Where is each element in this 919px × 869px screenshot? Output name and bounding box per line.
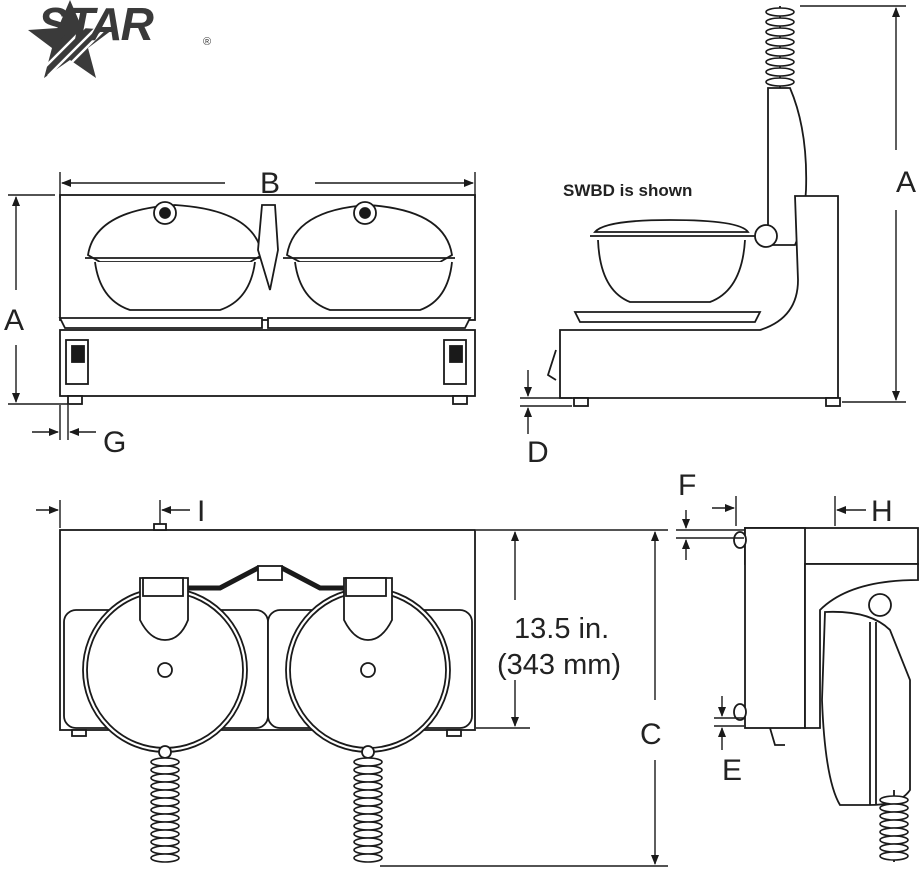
dim-label-h: H [871, 495, 893, 528]
dim-label-d: D [527, 436, 549, 469]
logo-text: STAR [38, 0, 154, 50]
dim-label-a-side: A [896, 166, 916, 199]
coil-spring-handle [765, 6, 795, 88]
dim-label-i: I [197, 495, 205, 528]
dim-label-c: C [640, 718, 662, 751]
dimension-f [676, 496, 744, 560]
dimension-i [36, 500, 190, 528]
side-view [546, 6, 841, 407]
coil-spring-handle [353, 745, 383, 863]
dimension-e [714, 696, 744, 750]
dimension-a-front [8, 194, 68, 405]
side-top-view [733, 527, 919, 862]
inner-depth-line1: 13.5 in. [514, 613, 609, 645]
dim-label-e: E [722, 754, 742, 787]
dimension-inner-depth [476, 529, 530, 729]
dim-label-b: B [260, 167, 280, 200]
star-logo: STAR ® [28, 0, 211, 79]
dimension-a-side [800, 5, 906, 403]
dimension-d [520, 370, 572, 434]
registered-mark: ® [203, 36, 211, 48]
side-view-note: SWBD is shown [563, 181, 692, 200]
dimension-g [32, 405, 96, 440]
dimension-h [834, 496, 866, 526]
inner-depth-line2: (343 mm) [497, 649, 621, 681]
top-view [59, 523, 476, 863]
dimension-c [380, 529, 668, 867]
dim-label-f: F [678, 469, 696, 502]
coil-spring-handle [150, 745, 180, 863]
dim-label-a-front: A [4, 304, 24, 337]
front-view [58, 194, 476, 405]
dim-label-g: G [103, 426, 126, 459]
coil-spring-handle [879, 790, 909, 862]
dimension-b [59, 172, 476, 198]
